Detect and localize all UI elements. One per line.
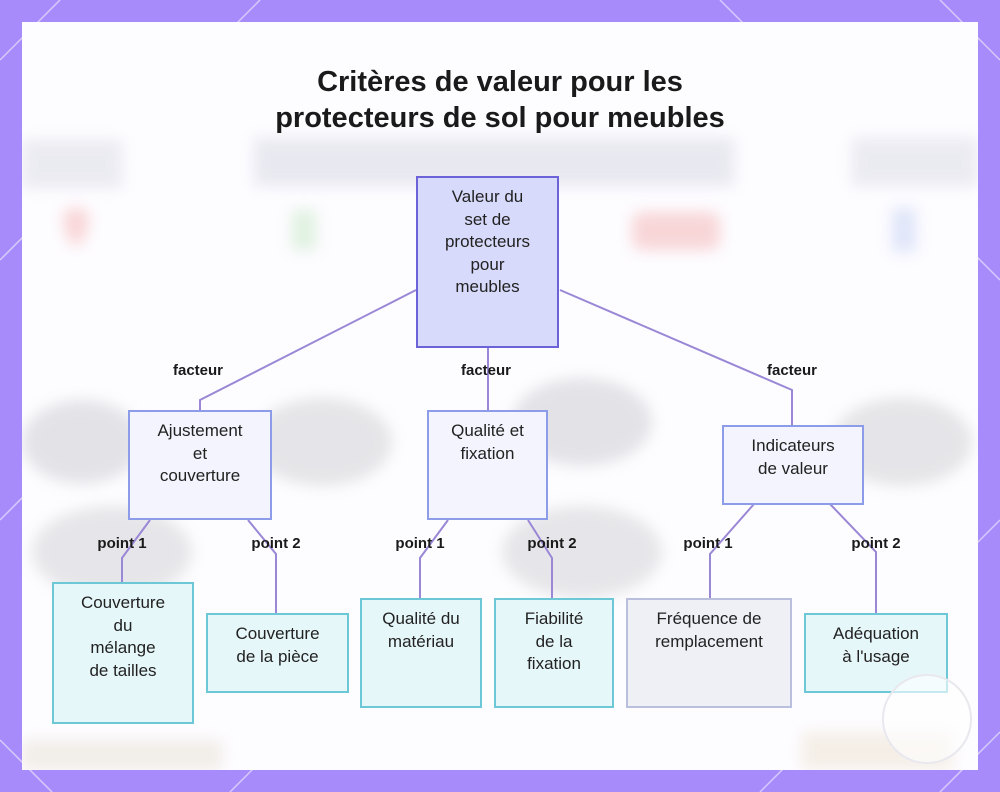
node-size-mix-coverage[interactable]: Couverture du mélange de tailles [52, 582, 194, 724]
edge-label-point2-fit: point 2 [251, 535, 301, 552]
diagram-edges [121, 289, 877, 613]
node-text: Indicateurs [751, 436, 835, 455]
node-material-quality[interactable]: Qualité du matériau [360, 598, 482, 708]
node-usage-suitability[interactable]: Adéquation à l'usage [804, 613, 948, 693]
node-attachment-reliability[interactable]: Fiabilité de la fixation [494, 598, 614, 708]
node-text: Couverture [80, 593, 166, 612]
node-text: de la pièce [236, 646, 319, 666]
node-text: fixation [460, 443, 515, 463]
edge-root-fit [199, 289, 417, 410]
node-text: mélange [90, 638, 156, 657]
edge-fit-room [247, 519, 277, 613]
edge-fit-size-mix [121, 519, 151, 582]
node-text: du [113, 615, 133, 635]
edge-label-factor-fit: facteur [172, 362, 224, 379]
node-text: Couverture [235, 624, 320, 643]
edge-label-point2-value: point 2 [851, 535, 901, 552]
node-text: Qualité et [451, 421, 524, 440]
edge-label-point1-quality: point 1 [395, 535, 445, 552]
node-text: Ajustement [157, 421, 243, 440]
edge-label-point1-fit: point 1 [97, 535, 147, 552]
edge-value-usage [829, 503, 877, 613]
node-text: Fréquence de [656, 609, 762, 628]
edge-label-point1-value: point 1 [683, 535, 733, 552]
node-text: meubles [455, 277, 520, 296]
node-text: de valeur [758, 458, 828, 478]
node-root[interactable]: Valeur du set de protecteurs pour meuble… [416, 176, 559, 348]
edge-label-factor-value: facteur [766, 362, 818, 379]
node-text: set de [464, 209, 511, 229]
node-room-coverage[interactable]: Couverture de la pièce [206, 613, 349, 693]
node-text: pour [470, 254, 505, 274]
node-text: Valeur du [451, 187, 524, 206]
diagram-card: Critères de valeur pour les protecteurs … [22, 22, 978, 770]
node-text: à l'usage [842, 646, 910, 666]
node-value-indicators[interactable]: Indicateurs de valeur [722, 425, 864, 505]
node-fit-coverage[interactable]: Ajustement et couverture [128, 410, 272, 520]
node-text: Fiabilité [524, 609, 584, 628]
node-text: et [192, 443, 208, 463]
edge-quality-attach [527, 519, 553, 598]
node-quality-attachment[interactable]: Qualité et fixation [427, 410, 548, 520]
edge-value-replace [709, 503, 755, 598]
node-text: Qualité du [382, 609, 460, 628]
node-text: couverture [159, 466, 241, 485]
background-product-image [22, 138, 978, 770]
edge-label-point2-quality: point 2 [527, 535, 577, 552]
node-text: de la [535, 631, 573, 651]
node-replacement-frequency[interactable]: Fréquence de remplacement [626, 598, 792, 708]
node-text: de tailles [89, 660, 157, 680]
node-text: remplacement [655, 631, 763, 651]
title-line-1: Critères de valeur pour les [317, 66, 683, 98]
node-text: Adéquation [832, 624, 920, 643]
node-text: protecteurs [444, 232, 531, 251]
node-text: fixation [527, 654, 581, 673]
diagram-title: Critères de valeur pour les protecteurs … [22, 64, 978, 136]
watermark-stamp-icon [882, 674, 972, 764]
edge-quality-material [419, 519, 449, 598]
node-text: matériau [387, 631, 455, 651]
edge-label-factor-quality: facteur [460, 362, 512, 379]
edge-root-value [559, 289, 793, 425]
title-line-2: protecteurs de sol pour meubles [275, 102, 725, 134]
